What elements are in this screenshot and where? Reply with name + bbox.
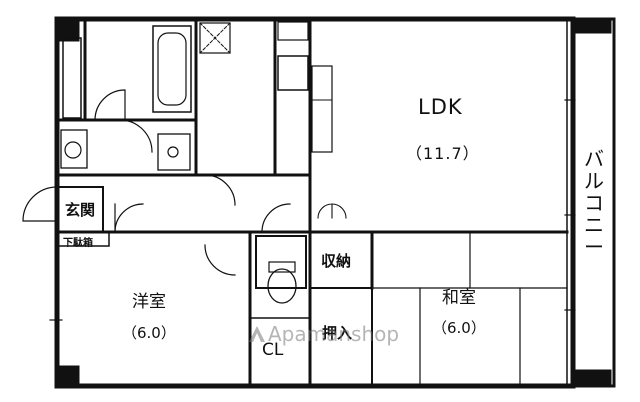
apamanshop-logo-icon bbox=[249, 326, 265, 342]
watermark-text: Apamanshop bbox=[268, 322, 400, 346]
oshiire-label: 押入 bbox=[322, 324, 353, 342]
storage-label: 収納 bbox=[321, 252, 352, 270]
japanese-room-size: （6.0） bbox=[432, 319, 486, 337]
western-room-label: 洋室 bbox=[132, 292, 166, 312]
closet-label: CL bbox=[262, 340, 284, 360]
watermark: Apamanshop bbox=[248, 322, 399, 346]
ldk-label: LDK bbox=[418, 95, 463, 119]
western-room-size: （6.0） bbox=[122, 324, 176, 342]
shoe-box-label: 下駄箱 bbox=[63, 238, 93, 249]
ldk-size: （11.7） bbox=[406, 144, 480, 163]
entrance-label: 玄関 bbox=[65, 201, 96, 219]
japanese-room-label: 和室 bbox=[442, 288, 476, 308]
balcony-label: バルコニー bbox=[584, 147, 604, 259]
